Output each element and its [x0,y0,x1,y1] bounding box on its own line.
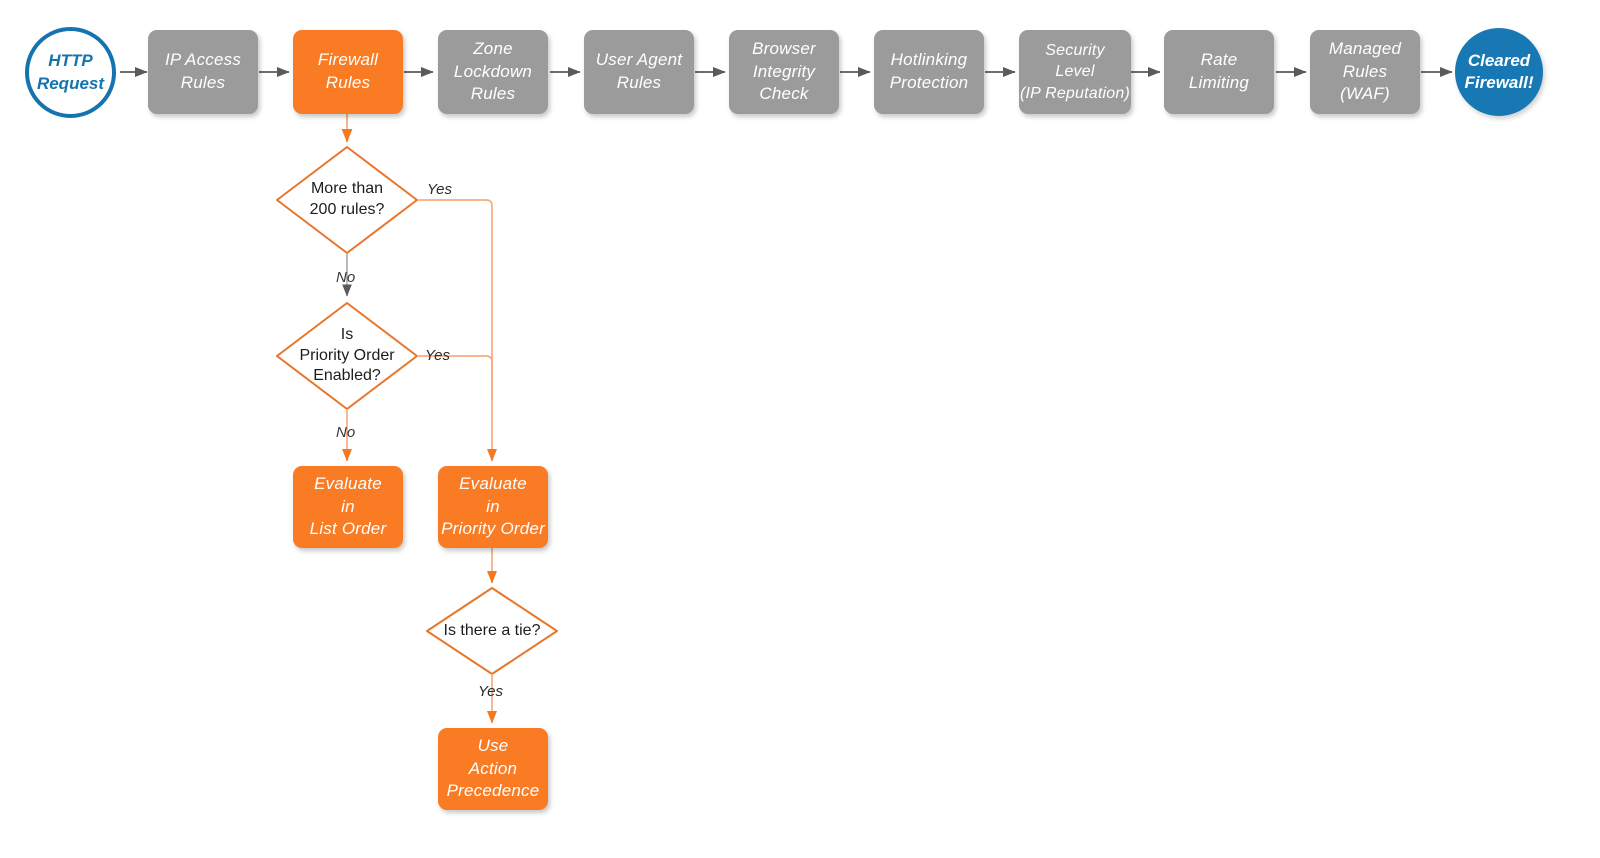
node-managed-rules-waf-label: Managed Rules (WAF) [1328,38,1402,104]
node-evaluate-in-list-order-label: Evaluate in List Order [309,473,387,539]
node-evaluate-in-list-order[interactable]: Evaluate in List Order [293,466,403,548]
node-rate-limiting-label: Rate Limiting [1188,50,1250,92]
edge-label-more-than-200-yes: Yes [427,181,453,198]
node-evaluate-in-priority-order[interactable]: Evaluate in Priority Order [438,466,548,548]
node-hotlinking-protection[interactable]: Hotlinking Protection [874,30,984,114]
node-cleared-firewall[interactable]: Cleared Firewall! [1455,28,1543,116]
edge-label-more-than-200-no: No [336,269,356,286]
node-http-request[interactable]: HTTP Request [25,27,116,118]
edge-decision1-yes [417,199,498,462]
node-evaluate-in-priority-order-label: Evaluate in Priority Order [441,473,545,539]
node-rate-limiting[interactable]: Rate Limiting [1164,30,1274,114]
node-managed-rules-waf[interactable]: Managed Rules (WAF) [1310,30,1420,114]
node-browser-integrity-check-label: Browser Integrity Check [752,38,816,104]
node-use-action-precedence[interactable]: Use Action Precedence [438,728,548,810]
node-ip-access-rules-label: IP Access Rules [164,50,242,92]
node-security-level[interactable]: Security Level (IP Reputation) [1019,30,1131,114]
decision-priority-order-enabled-label: Is Priority Order Enabled? [299,325,395,385]
node-security-level-label: Security Level (IP Reputation) [1019,41,1130,102]
node-firewall-rules-label: Firewall Rules [317,50,379,92]
node-browser-integrity-check[interactable]: Browser Integrity Check [729,30,839,114]
node-hotlinking-protection-label: Hotlinking Protection [889,50,969,92]
edge-label-priority-order-yes: Yes [425,347,451,364]
edge-label-priority-order-no: No [336,424,356,441]
node-cleared-firewall-label: Cleared Firewall! [1464,50,1534,92]
edge-label-tie-yes: Yes [478,683,504,700]
node-zone-lockdown-rules-label: Zone Lockdown Rules [453,38,533,104]
node-ip-access-rules[interactable]: IP Access Rules [148,30,258,114]
decision-is-there-a-tie-label: Is there a tie? [443,621,541,639]
decision-more-than-200-rules-label: More than 200 rules? [309,180,385,218]
node-user-agent-rules-label: User Agent Rules [595,50,683,92]
node-zone-lockdown-rules[interactable]: Zone Lockdown Rules [438,30,548,114]
node-use-action-precedence-label: Use Action Precedence [446,735,540,801]
node-firewall-rules[interactable]: Firewall Rules [293,30,403,114]
node-user-agent-rules[interactable]: User Agent Rules [584,30,694,114]
node-http-request-label: HTTP Request [36,51,105,93]
